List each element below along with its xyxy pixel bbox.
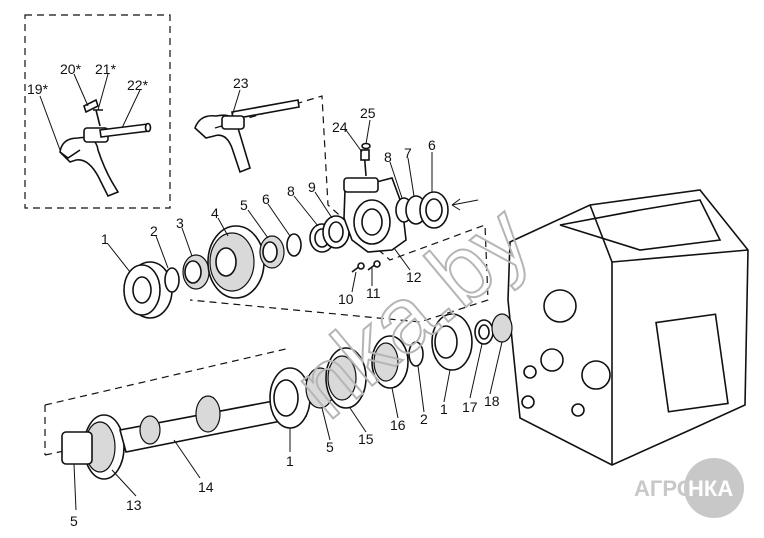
lock-pin-20 bbox=[83, 98, 99, 114]
label-20: 20* bbox=[60, 61, 82, 77]
label-5-lower-left: 5 bbox=[70, 513, 78, 529]
label-19: 19* bbox=[27, 81, 49, 97]
ring-17 bbox=[474, 319, 494, 345]
bearing-housing-12 bbox=[343, 177, 407, 253]
agronka-logo: АГРО НКА bbox=[634, 458, 744, 518]
ring-6-upper bbox=[286, 233, 302, 257]
label-12: 12 bbox=[406, 269, 422, 285]
screw-10 bbox=[351, 262, 365, 273]
shift-fork-23 bbox=[194, 99, 300, 174]
label-17: 17 bbox=[462, 399, 478, 415]
upper-assembly-box bbox=[189, 95, 489, 323]
label-8-left: 8 bbox=[287, 183, 295, 199]
fork-set-19-22-box bbox=[24, 14, 171, 209]
needle-bearing-5-upper bbox=[259, 235, 285, 269]
washer-25 bbox=[361, 142, 371, 150]
screw-11 bbox=[367, 260, 381, 271]
label-2-lower: 2 bbox=[420, 411, 428, 427]
gear-16 bbox=[371, 335, 409, 389]
label-7: 7 bbox=[404, 145, 412, 161]
ring-2-lower bbox=[408, 341, 424, 367]
shaft-end-5-lower-left bbox=[61, 431, 93, 465]
label-6-right: 6 bbox=[428, 137, 436, 153]
label-22: 22* bbox=[127, 77, 149, 93]
screw-21 bbox=[93, 109, 103, 127]
logo-left-text: АГРО bbox=[634, 476, 694, 501]
label-2-upper: 2 bbox=[150, 223, 158, 239]
synchronizer-1-lower-right bbox=[431, 313, 473, 371]
label-13: 13 bbox=[126, 497, 142, 513]
label-1-lower-left: 1 bbox=[286, 453, 294, 469]
main-shaft-14 bbox=[119, 395, 308, 453]
shift-rod-22 bbox=[99, 122, 152, 138]
label-3: 3 bbox=[176, 215, 184, 231]
label-16: 16 bbox=[390, 417, 406, 433]
needle-bearing-3 bbox=[182, 254, 210, 290]
label-10: 10 bbox=[338, 291, 354, 307]
label-24: 24 bbox=[332, 119, 348, 135]
synchronizer-1-upper bbox=[123, 261, 173, 319]
label-1-upper: 1 bbox=[101, 231, 109, 247]
label-15: 15 bbox=[358, 431, 374, 447]
assembly-arrow bbox=[451, 198, 479, 211]
label-6-upper: 6 bbox=[262, 191, 270, 207]
gearbox-housing bbox=[507, 189, 749, 466]
label-25: 25 bbox=[360, 105, 376, 121]
label-8-right: 8 bbox=[384, 149, 392, 165]
bolt-24 bbox=[360, 149, 370, 177]
label-9: 9 bbox=[308, 179, 316, 195]
ring-2-upper bbox=[164, 267, 180, 293]
part-labels: 1 2 3 4 5 6 8 9 12 10 11 24 25 8 7 6 23 … bbox=[27, 61, 500, 529]
label-1-lower-right: 1 bbox=[440, 401, 448, 417]
gear-4 bbox=[207, 225, 265, 299]
shift-fork-19 bbox=[59, 127, 120, 198]
ring-6-right bbox=[419, 191, 449, 229]
logo-right-text: НКА bbox=[688, 476, 733, 501]
label-11: 11 bbox=[366, 285, 381, 301]
label-14: 14 bbox=[198, 479, 214, 495]
logo-circle bbox=[684, 458, 744, 518]
label-5-lower: 5 bbox=[326, 439, 334, 455]
label-5-upper: 5 bbox=[240, 197, 248, 213]
label-4: 4 bbox=[211, 205, 219, 221]
label-18: 18 bbox=[484, 393, 500, 409]
bearing-18 bbox=[491, 313, 513, 343]
leader-lines bbox=[39, 73, 503, 511]
label-21: 21* bbox=[95, 61, 117, 77]
label-23: 23 bbox=[233, 75, 249, 91]
gear-15 bbox=[325, 347, 367, 409]
